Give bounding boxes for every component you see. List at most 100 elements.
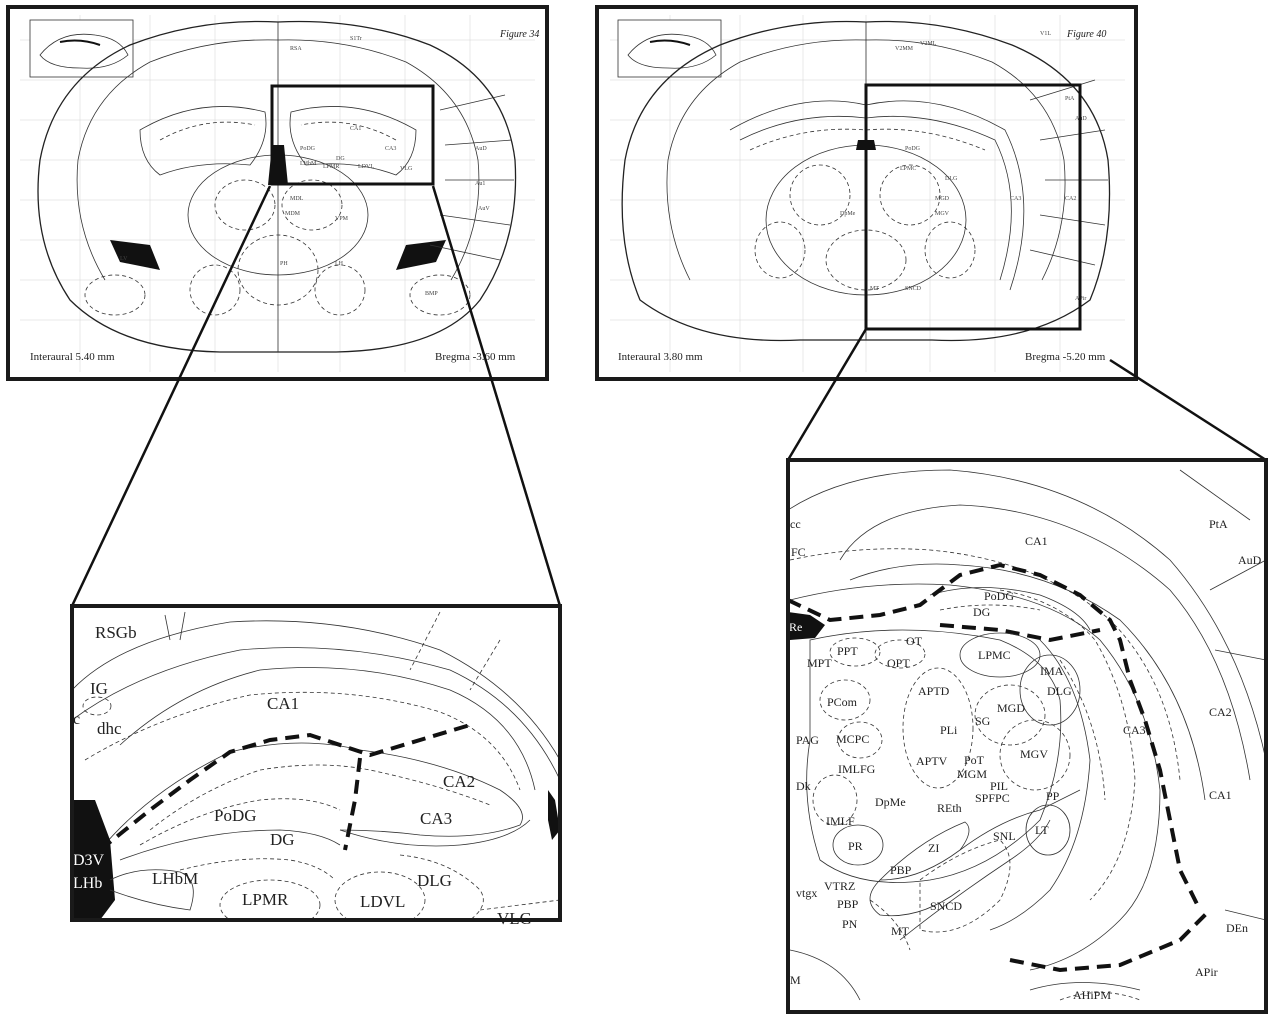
svg-text:DLG: DLG — [945, 176, 958, 182]
rz-label-fc: FC — [791, 545, 806, 559]
svg-text:V2MM: V2MM — [895, 46, 914, 52]
lz-label-lhbm: LHbM — [152, 869, 198, 888]
left-atlas-plate: CA1 CA3 PoDG DG LHbM LPMR LDVL VLG MDL M… — [8, 7, 547, 379]
svg-text:VPM: VPM — [335, 216, 349, 222]
rz-label-pta: PtA — [1209, 517, 1228, 531]
left-zoom-panel: RSGb IG c dhc CA1 CA2 CA3 PoDG DG D3V LH… — [72, 606, 560, 930]
svg-text:CA3: CA3 — [1010, 196, 1021, 202]
svg-text:S1Tr: S1Tr — [350, 36, 362, 42]
svg-text:CA2: CA2 — [1065, 196, 1076, 202]
rz-label-sg: SG — [975, 714, 991, 728]
rz-label-pr: PR — [848, 839, 863, 853]
svg-text:AuD: AuD — [475, 146, 487, 152]
rz-label-sncd: SNCD — [930, 899, 962, 913]
lz-label-rsgb: RSGb — [95, 623, 137, 642]
rz-label-ca1-right: CA1 — [1209, 788, 1232, 802]
rz-label-ca3: CA3 — [1123, 723, 1146, 737]
rz-label-ca2: CA2 — [1209, 705, 1232, 719]
svg-text:Au1: Au1 — [475, 181, 485, 187]
svg-text:LDVL: LDVL — [358, 164, 374, 170]
rz-label-imlf: IMLF — [826, 814, 855, 828]
svg-text:PH: PH — [280, 261, 288, 267]
lz-label-ig: IG — [90, 679, 108, 698]
rz-label-imlfg: IMLFG — [838, 762, 876, 776]
svg-text:MT: MT — [870, 286, 879, 292]
svg-text:PoDG: PoDG — [905, 146, 921, 152]
rz-label-ppt: PPT — [837, 644, 858, 658]
rz-label-pag: PAG — [796, 733, 819, 747]
svg-text:LPMC: LPMC — [900, 166, 916, 172]
lz-label-dlg: DLG — [417, 871, 452, 890]
svg-text:BMP: BMP — [425, 291, 438, 297]
right-zoom-panel: cc FC CA1 PtA AuD PoDG DG Re OT PPT MPT … — [788, 460, 1266, 1012]
rz-label-mt: MT — [891, 924, 910, 938]
svg-text:RSA: RSA — [290, 46, 302, 52]
lz-label-ca2: CA2 — [443, 772, 475, 791]
rz-label-ca1-top: CA1 — [1025, 534, 1048, 548]
lz-label-podg: PoDG — [214, 806, 257, 825]
svg-text:V1L: V1L — [1040, 31, 1051, 37]
svg-text:DG: DG — [336, 156, 345, 162]
svg-text:VLG: VLG — [400, 166, 413, 172]
rz-label-mgm: MGM — [957, 767, 987, 781]
lz-label-lpmr: LPMR — [242, 890, 289, 909]
lz-label-d3v: D3V — [73, 852, 105, 869]
rz-label-m: M — [790, 973, 801, 987]
lz-label-ca3: CA3 — [420, 809, 452, 828]
rz-label-pn: PN — [842, 917, 858, 931]
rz-label-pbp2: PBP — [837, 897, 859, 911]
rz-label-pp: PP — [1046, 789, 1060, 803]
rz-label-podg: PoDG — [984, 589, 1014, 603]
svg-text:MGD: MGD — [935, 196, 950, 202]
rz-label-ot: OT — [906, 634, 923, 648]
rz-label-lpmc: LPMC — [978, 648, 1011, 662]
rz-label-cc: cc — [790, 517, 801, 531]
rz-label-spfpc: SPFPC — [975, 791, 1010, 805]
left-inset-thumbnail — [30, 20, 133, 77]
svg-text:MGV: MGV — [935, 211, 950, 217]
rz-label-mcpc: MCPC — [836, 732, 869, 746]
rz-label-lt: LT — [1035, 823, 1049, 837]
svg-text:SNCD: SNCD — [905, 286, 922, 292]
svg-text:LH: LH — [335, 261, 344, 267]
rz-label-snl: SNL — [993, 829, 1016, 843]
svg-text:AuV: AuV — [478, 206, 490, 212]
rz-label-mpt: MPT — [807, 656, 832, 670]
left-interaural-label: Interaural 5.40 mm — [30, 351, 115, 363]
svg-text:DpMe: DpMe — [840, 211, 856, 217]
rz-label-ahipm: AHiPM — [1073, 988, 1111, 1002]
lz-label-dhc: dhc — [97, 719, 122, 738]
rz-label-vtgx: vtgx — [796, 886, 817, 900]
svg-text:LPMR: LPMR — [323, 164, 339, 170]
rz-label-mgv: MGV — [1020, 747, 1048, 761]
svg-text:MDM: MDM — [285, 211, 301, 217]
right-bregma-label: Bregma -5.20 mm — [1025, 351, 1106, 363]
rz-label-pot: PoT — [964, 753, 985, 767]
svg-text:LHbM: LHbM — [300, 161, 317, 167]
lz-label-ca1: CA1 — [267, 694, 299, 713]
rz-label-zi: ZI — [928, 841, 939, 855]
rz-label-aptd: APTD — [918, 684, 950, 698]
left-bregma-label: Bregma -3.60 mm — [435, 351, 516, 363]
rz-label-opt: OPT — [887, 656, 910, 670]
rz-label-reth: REth — [937, 801, 962, 815]
lz-label-ldvl: LDVL — [360, 892, 405, 911]
rz-label-aptv: APTV — [916, 754, 948, 768]
rz-label-dg: DG — [973, 605, 991, 619]
rz-label-apir: APir — [1195, 965, 1218, 979]
svg-text:V2ML: V2ML — [920, 41, 937, 47]
right-figure-label: Figure 40 — [1066, 29, 1106, 40]
rz-label-re: Re — [789, 620, 802, 634]
rz-label-ima: IMA — [1040, 664, 1064, 678]
rz-label-den: DEn — [1226, 921, 1248, 935]
svg-text:MDL: MDL — [290, 196, 304, 202]
rz-label-pbp1: PBP — [890, 863, 912, 877]
lz-label-dg: DG — [270, 830, 295, 849]
svg-text:PtA: PtA — [1065, 96, 1075, 102]
lz-label-c: c — [73, 711, 80, 728]
svg-text:PoDG: PoDG — [300, 146, 316, 152]
rz-label-pcom: PCom — [827, 695, 858, 709]
rz-label-dk: Dk — [796, 779, 811, 793]
rz-label-aud: AuD — [1238, 553, 1262, 567]
svg-text:LV: LV — [120, 256, 128, 262]
